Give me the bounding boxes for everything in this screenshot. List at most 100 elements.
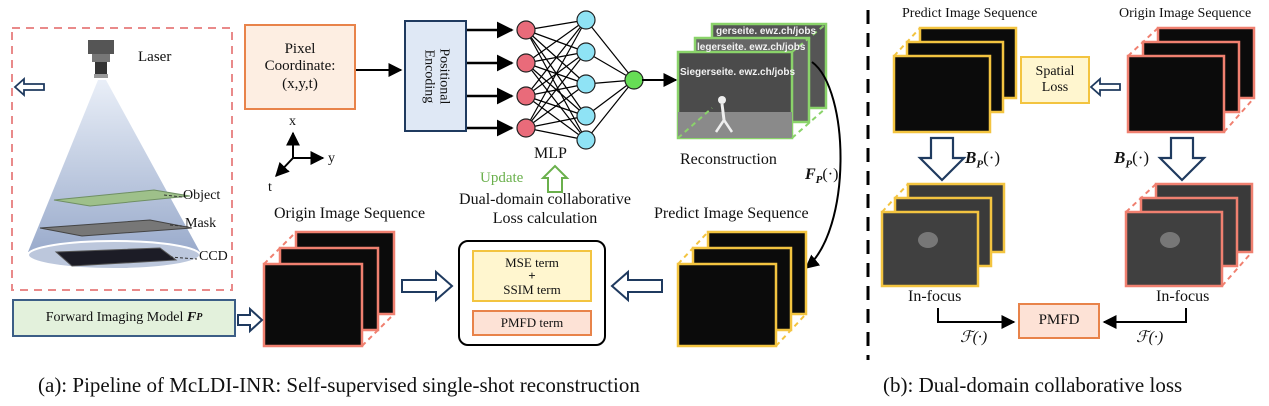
predict-stack-a bbox=[676, 230, 808, 348]
ccd-label: CCD bbox=[199, 249, 228, 264]
laser-beam bbox=[28, 80, 200, 252]
mlp-edge bbox=[585, 19, 635, 81]
update-label: Update bbox=[480, 170, 524, 186]
bp-left-down-arrow-icon bbox=[917, 136, 967, 182]
recon-text-mid: legerseite. ewz.ch/jobs bbox=[697, 42, 806, 53]
loss-calculation-box: MSE term + SSIM term PMFD term bbox=[458, 240, 606, 346]
mlp-hidden-node bbox=[576, 10, 596, 30]
forward-fp-symbol: F bbox=[186, 309, 197, 325]
pmfd-label: PMFD bbox=[1038, 312, 1080, 329]
fp-symbol: F bbox=[805, 166, 816, 183]
fourier-right-label: ℱ(·) bbox=[1136, 329, 1164, 346]
positional-encoding-box: Positional Encoding bbox=[404, 20, 467, 132]
mlp-input-node bbox=[516, 20, 536, 40]
mse-term-label: MSE term bbox=[505, 254, 559, 270]
predict-stack-b-bottom bbox=[880, 182, 1006, 288]
axes-icon bbox=[275, 131, 325, 178]
forward-to-origin-arrow-icon bbox=[237, 306, 264, 334]
mlp-hidden-node bbox=[576, 130, 596, 150]
origin-sequence-label-a: Origin Image Sequence bbox=[274, 205, 426, 222]
predict-sequence-label-b: Predict Image Sequence bbox=[902, 6, 1038, 21]
mlp-edge bbox=[525, 127, 587, 141]
fp-subscript: P bbox=[815, 174, 823, 187]
mlp-edge bbox=[525, 62, 587, 141]
mlp-label: MLP bbox=[534, 145, 567, 162]
mlp-input-node bbox=[516, 86, 536, 106]
axis-t-label: t bbox=[268, 180, 272, 195]
axis-x-label: x bbox=[289, 114, 296, 129]
mlp-edge bbox=[525, 19, 587, 129]
predict-sequence-label-a: Predict Image Sequence bbox=[654, 205, 809, 222]
spatial-loss-box: Spatial Loss bbox=[1020, 56, 1090, 104]
mlp-nodes bbox=[516, 10, 644, 150]
bp-right-label: BP(·) bbox=[1114, 148, 1149, 170]
mlp-edge bbox=[525, 19, 587, 97]
ccd-plane bbox=[54, 247, 178, 267]
ssim-term-label: SSIM term bbox=[503, 281, 561, 297]
mask-plane bbox=[39, 219, 193, 237]
left-infocus-to-pmfd bbox=[937, 308, 1016, 329]
fp-operator-label: FP(·) bbox=[805, 166, 838, 186]
pmfd-box: PMFD bbox=[1018, 303, 1100, 339]
origin-stack-b-top bbox=[1126, 26, 1256, 134]
pmfd-term-box: PMFD term bbox=[472, 310, 592, 336]
predict-stack-b-top bbox=[892, 26, 1018, 134]
bp-right-down-arrow-icon bbox=[1157, 136, 1207, 182]
object-label: Object bbox=[183, 188, 221, 203]
mlp-connections bbox=[525, 19, 635, 141]
mse-ssim-box: MSE term + SSIM term bbox=[472, 250, 592, 302]
pixel-coordinate-box: Pixel Coordinate: (x,y,t) bbox=[244, 24, 356, 110]
fourier-left-label: ℱ(·) bbox=[960, 329, 988, 346]
forward-model-label: Forward Imaging Model bbox=[45, 309, 184, 325]
pixel-line3: (x,y,t) bbox=[282, 75, 318, 92]
mlp-hidden-node bbox=[576, 106, 596, 126]
axis-y-label: y bbox=[328, 151, 335, 166]
laser-label: Laser bbox=[138, 49, 172, 65]
origin-stack-b-bottom bbox=[1124, 182, 1254, 288]
recon-text-back: gerseite. ewz.ch/jobs bbox=[716, 26, 817, 37]
mlp-output-node bbox=[624, 70, 644, 90]
pmfd-term-label: PMFD term bbox=[500, 314, 564, 330]
pixel-line2: Coordinate: bbox=[264, 58, 336, 75]
forward-fp-subscript: P bbox=[196, 312, 203, 324]
reconstruction-to-predict-arrow bbox=[804, 61, 842, 269]
mlp-hidden-node bbox=[576, 42, 596, 62]
setup-frame bbox=[11, 27, 233, 291]
caption-b: (b): Dual-domain collaborative loss bbox=[883, 373, 1183, 397]
origin-to-loss-arrow-icon bbox=[401, 269, 454, 303]
origin-stack-a bbox=[262, 230, 396, 348]
laser-icon bbox=[88, 40, 114, 78]
loss-title: Dual-domain collaborative Loss calculati… bbox=[430, 190, 660, 228]
predict-to-spatial-arrow-icon bbox=[13, 76, 45, 98]
mlp-hidden-node bbox=[576, 74, 596, 94]
positional-encoding-label: Positional Encoding bbox=[420, 47, 451, 104]
fp-argument: (·) bbox=[822, 166, 839, 183]
origin-sequence-label-b: Origin Image Sequence bbox=[1119, 6, 1252, 21]
spatial-loss-line1: Spatial bbox=[1035, 63, 1075, 79]
object-plane bbox=[53, 189, 191, 207]
pixel-line1: Pixel bbox=[284, 41, 316, 58]
predict-to-loss-arrow-icon bbox=[610, 269, 663, 303]
bp-left-argument: (·) bbox=[983, 148, 1001, 167]
mlp-edge bbox=[585, 79, 635, 117]
right-infocus-to-pmfd bbox=[1102, 308, 1187, 329]
bp-right-subscript: P bbox=[1125, 158, 1133, 171]
mlp-input-node bbox=[516, 118, 536, 138]
mask-label: Mask bbox=[185, 216, 217, 231]
reconstruction-stack bbox=[676, 22, 828, 140]
in-focus-left-label: In-focus bbox=[908, 288, 962, 305]
bp-left-symbol: B bbox=[965, 148, 977, 167]
bp-left-subscript: P bbox=[976, 158, 984, 171]
mlp-edge bbox=[525, 115, 587, 129]
mlp-edge bbox=[525, 19, 587, 31]
mlp-edge bbox=[525, 51, 587, 129]
recon-text-front: Siegerseite. ewz.ch/jobs bbox=[680, 67, 796, 78]
bp-right-symbol: B bbox=[1114, 148, 1126, 167]
loss-title-line1: Dual-domain collaborative bbox=[459, 191, 631, 208]
mlp-edge bbox=[525, 95, 587, 141]
spatial-loss-line2: Loss bbox=[1041, 80, 1069, 95]
mlp-edge bbox=[525, 83, 587, 129]
loss-title-line2: Loss calculation bbox=[492, 210, 598, 228]
